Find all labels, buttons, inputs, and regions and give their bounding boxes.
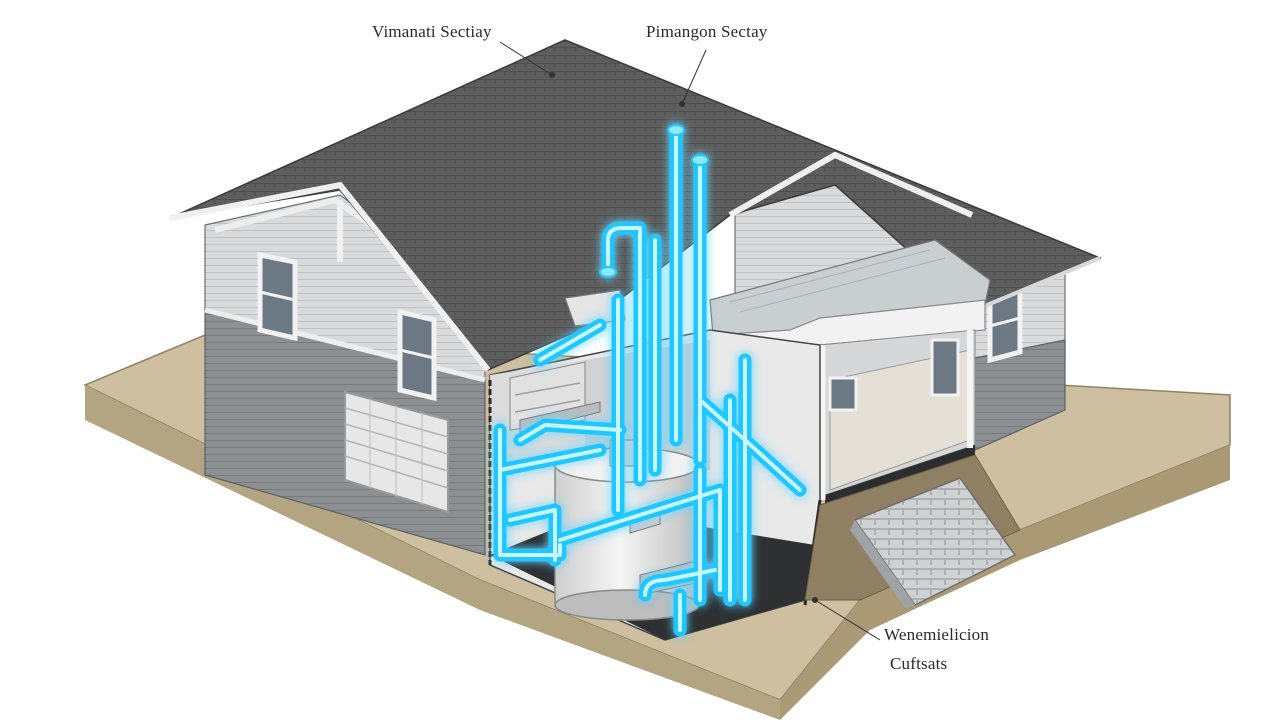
callout-leader-lines [499,41,881,641]
callout-label-top-left: Vimanati Sectiay [372,22,492,41]
garage-door [344,390,449,514]
window-porch [828,338,960,412]
window-well-grate [850,477,1017,608]
soffit-ledge [564,289,626,327]
glowing-pipe-network [493,123,807,637]
callout-label-bottom-line2: Cuftsats [890,654,948,673]
main-roof [169,39,1102,372]
window-left-2 [397,308,437,402]
callout-label-top-right: Pimangon Sectay [646,22,768,41]
window-left-1 [257,251,298,342]
callout-label-bottom-line1: Wenemielicion [884,625,990,644]
